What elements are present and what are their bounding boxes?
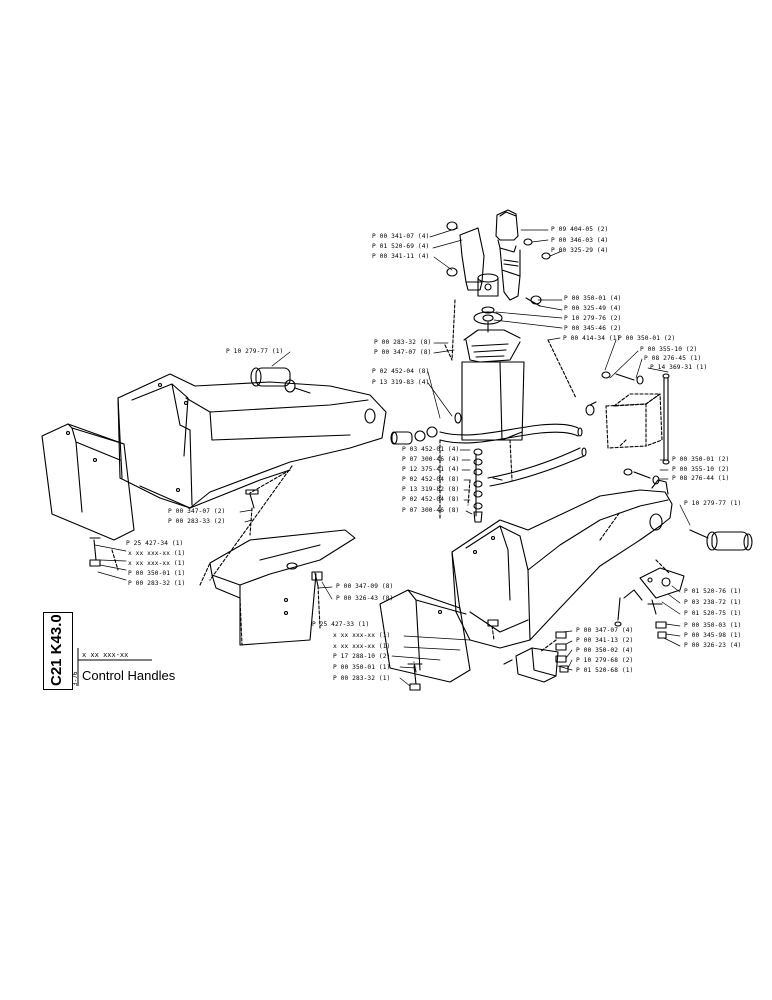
part-label: P 10 279-76 (2) xyxy=(564,315,622,322)
sheet-reference: x xx xxx-xx xyxy=(82,651,129,659)
right-mount-bracket xyxy=(585,371,670,485)
part-label: P 00 283-32 (1) xyxy=(333,675,391,682)
part-label: P 00 347-07 (2) xyxy=(168,508,226,515)
part-label: P 00 350-02 (4) xyxy=(576,647,634,654)
part-label: x xx xxx-xx (1) xyxy=(128,560,186,567)
cable-connectors xyxy=(390,412,503,523)
part-label: P 01 520-69 (4) xyxy=(372,243,430,250)
part-label: P 01 520-75 (1) xyxy=(684,610,742,617)
part-label: P 00 346-03 (4) xyxy=(551,237,609,244)
leader-lines xyxy=(94,227,691,687)
part-label: x xx xxx-xx (1) xyxy=(128,550,186,557)
part-label: P 00 283-32 (1) xyxy=(128,580,186,587)
part-label: P 14 369-31 (1) xyxy=(650,364,708,371)
left-console-body xyxy=(117,373,387,509)
part-label: P 00 347-09 (8) xyxy=(336,583,394,590)
part-label: P 00 350-01 (1) xyxy=(333,664,391,671)
part-label: P 00 283-33 (2) xyxy=(168,518,226,525)
part-label: P 00 325-49 (4) xyxy=(564,305,622,312)
left-handle-roller xyxy=(250,367,311,394)
part-label: P 00 341-07 (4) xyxy=(372,233,430,240)
part-label: P 00 326-23 (4) xyxy=(684,642,742,649)
part-label: P 17 288-10 (2) xyxy=(333,653,391,660)
micro-switch xyxy=(503,647,559,683)
part-label: P 07 300-46 (8) xyxy=(402,507,460,514)
left-dash-links xyxy=(111,465,321,629)
part-label: P 00 347-07 (8) xyxy=(374,349,432,356)
left-cover-plate xyxy=(41,423,135,541)
part-label: P 00 350-01 (4) xyxy=(564,295,622,302)
part-label: P 03 238-72 (1) xyxy=(684,599,742,606)
switch-bracket xyxy=(614,567,685,639)
sheet-code: C21 K43.0 xyxy=(48,614,65,686)
part-label: P 00 350-01 (2) xyxy=(618,335,676,342)
left-bracket xyxy=(209,529,356,646)
part-label: P 00 283-32 (8) xyxy=(374,339,432,346)
part-label: P 10 279-77 (1) xyxy=(684,500,742,507)
part-label: P 00 341-13 (2) xyxy=(576,637,634,644)
joystick-housing xyxy=(461,311,525,441)
part-label: x xx xxx-xx (1) xyxy=(333,632,391,639)
part-label: P 25 427-33 (1) xyxy=(312,621,370,628)
part-label: P 10 279-68 (2) xyxy=(576,657,634,664)
part-label: P 07 300-46 (4) xyxy=(402,456,460,463)
part-label: P 03 452-01 (4) xyxy=(402,446,460,453)
part-label: P 00 325-29 (4) xyxy=(551,247,609,254)
page-title: Control Handles xyxy=(82,668,176,683)
right-cover-plate xyxy=(379,589,471,683)
part-label: P 13 319-83 (4) xyxy=(372,379,430,386)
sheet-code-box xyxy=(43,612,73,690)
part-label: x xx xxx-xx (1) xyxy=(333,643,391,650)
housing-dash-lines xyxy=(439,299,577,521)
right-bolts xyxy=(407,619,569,691)
part-label: P 09 404-05 (2) xyxy=(551,226,609,233)
right-console-body xyxy=(451,479,673,649)
joystick-grip xyxy=(446,209,551,322)
part-label: P 00 326-43 (8) xyxy=(336,595,394,602)
part-label: P 00 341-11 (4) xyxy=(372,253,430,260)
part-label: P 08 276-45 (1) xyxy=(644,355,702,362)
part-label: P 00 345-46 (2) xyxy=(564,325,622,332)
part-label: P 01 520-68 (1) xyxy=(576,667,634,674)
part-label: P 00 345-98 (1) xyxy=(684,632,742,639)
cables xyxy=(439,423,587,487)
part-label: P 00 355-10 (2) xyxy=(672,466,730,473)
part-label: P 00 347-07 (4) xyxy=(576,627,634,634)
part-label: P 02 452-04 (8) xyxy=(372,368,430,375)
part-label: P 25 427-34 (1) xyxy=(126,540,184,547)
part-label: P 12 375-41 (4) xyxy=(402,466,460,473)
part-label: P 02 452-04 (8) xyxy=(402,496,460,503)
part-label: P 13 319-82 (8) xyxy=(402,486,460,493)
part-label: P 10 279-77 (1) xyxy=(226,348,284,355)
part-label: P 00 350-01 (1) xyxy=(128,570,186,577)
left-bolts xyxy=(89,489,323,587)
right-handle-roller xyxy=(689,529,753,551)
part-label: P 01 520-76 (1) xyxy=(684,588,742,595)
part-label: P 02 452-04 (8) xyxy=(402,476,460,483)
part-label: P 00 350-01 (2) xyxy=(672,456,730,463)
title-frame xyxy=(77,648,152,686)
part-label: P 00 414-34 (1) xyxy=(563,335,621,342)
part-label: P 00 350-03 (1) xyxy=(684,622,742,629)
right-dash-links xyxy=(413,511,671,673)
part-label: P 00 355-10 (2) xyxy=(640,346,698,353)
part-label: P 08 276-44 (1) xyxy=(672,475,730,482)
